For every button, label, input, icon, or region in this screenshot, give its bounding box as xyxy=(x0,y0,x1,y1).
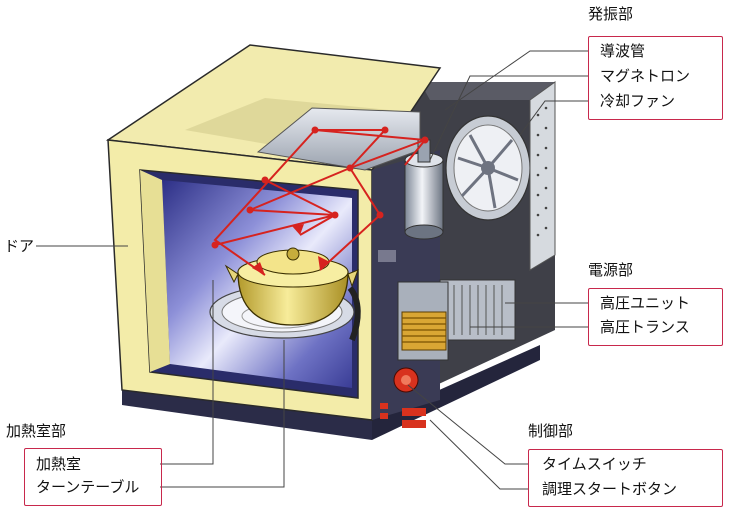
label-turntable: ターンテーブル xyxy=(36,478,140,496)
oscillator-title: 発振部 xyxy=(588,5,634,23)
label-door: ドア xyxy=(4,237,35,255)
cooling-fan xyxy=(445,115,531,221)
label-cook-start-button: 調理スタートボタン xyxy=(542,480,678,498)
leader-lines xyxy=(36,50,588,490)
oscillator-box xyxy=(588,36,723,120)
heating-chamber-box xyxy=(24,448,162,506)
label-time-switch: タイムスイッチ xyxy=(542,455,647,473)
wave-arrowheads xyxy=(252,224,330,275)
vent-panel xyxy=(529,81,556,271)
high-voltage-parts xyxy=(397,279,516,361)
wave-reflection-points xyxy=(211,126,429,249)
label-cooling-fan: 冷却ファン xyxy=(600,92,676,110)
magnetron xyxy=(404,139,444,240)
label-high-voltage-unit: 高圧ユニット xyxy=(600,294,691,312)
label-magnetron: マグネトロン xyxy=(600,67,691,85)
power-title: 電源部 xyxy=(588,261,634,279)
start-buttons xyxy=(380,403,426,428)
pot xyxy=(224,247,361,342)
label-high-voltage-transformer: 高圧トランス xyxy=(600,318,690,336)
power-box xyxy=(588,288,723,346)
control-title: 制御部 xyxy=(528,422,574,440)
heating-chamber-title: 加熱室部 xyxy=(6,422,67,440)
label-waveguide: 導波管 xyxy=(600,42,646,60)
control-box xyxy=(528,449,723,507)
timer-knob xyxy=(393,367,419,393)
label-heating-chamber: 加熱室 xyxy=(36,455,82,473)
cabinet-base xyxy=(122,345,540,440)
